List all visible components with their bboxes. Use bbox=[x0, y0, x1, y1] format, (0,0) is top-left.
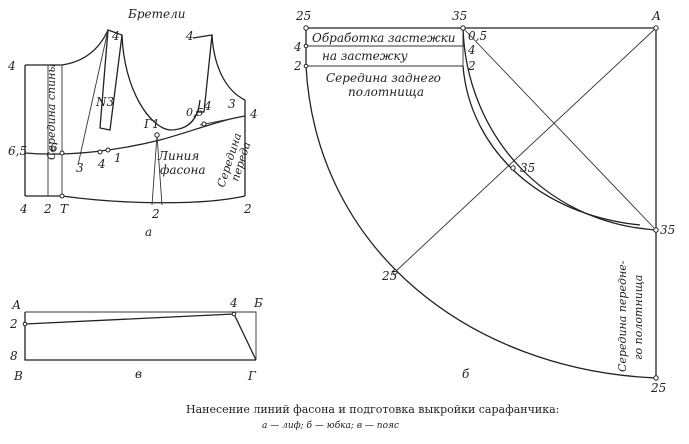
num-25-mid: 25 bbox=[381, 269, 397, 283]
label-back-panel-1: Середина заднего bbox=[326, 71, 441, 85]
diagonal-a-25 bbox=[394, 27, 657, 273]
label-zip-1: Обработка застежки bbox=[312, 31, 456, 45]
num-v-4: 4 bbox=[229, 296, 238, 310]
point-4-dart bbox=[97, 149, 103, 155]
point-2-left bbox=[303, 63, 309, 69]
label-g1: Г1 bbox=[143, 117, 160, 131]
label-t: Т bbox=[60, 202, 69, 216]
num-4-dart: 4 bbox=[97, 157, 106, 171]
belt-slant-line bbox=[233, 313, 257, 361]
neckline-curve bbox=[121, 34, 201, 131]
strap-inner-line bbox=[77, 29, 109, 166]
belt-outline bbox=[24, 312, 256, 361]
label-v-g: Г bbox=[247, 369, 257, 383]
num-2-left-b: 2 bbox=[293, 59, 302, 73]
num-4-strap-left: 4 bbox=[111, 29, 120, 43]
num-35-mid: 35 bbox=[520, 161, 535, 175]
num-4-strap-right: 4 bbox=[185, 29, 194, 43]
label-v-letter: в bbox=[135, 367, 142, 381]
num-v-8: 8 bbox=[10, 349, 18, 363]
figure-v-belt: А 2 8 В 4 Б Г в bbox=[9, 296, 263, 383]
belt-upper-line bbox=[24, 313, 235, 325]
num-4-right-1: 4 bbox=[203, 99, 212, 113]
num-4-right-2: 4 bbox=[249, 107, 258, 121]
label-v-v: В bbox=[13, 369, 23, 383]
point-4-left bbox=[303, 43, 309, 49]
waist-arc bbox=[462, 27, 657, 231]
bodice-bottom bbox=[25, 195, 246, 204]
point-v-4 bbox=[231, 311, 237, 317]
label-n3: N3 bbox=[95, 95, 115, 109]
figure-b-skirt: 25 35 А Обработка застежки на застежку 4… bbox=[293, 9, 675, 395]
label-back-center: Середина спины bbox=[45, 64, 58, 160]
belt-top-edge bbox=[25, 311, 257, 360]
num-4-right-b: 4 bbox=[467, 43, 476, 57]
num-3-right: 3 bbox=[228, 97, 236, 111]
num-v-2: 2 bbox=[9, 317, 18, 331]
front-strap bbox=[192, 34, 213, 113]
label-style-line-1: Линия bbox=[157, 149, 199, 163]
num-2-bottom-1: 2 bbox=[43, 202, 52, 216]
point-a bbox=[653, 25, 659, 31]
num-3-dart: 3 bbox=[76, 161, 84, 175]
label-v-b: Б bbox=[253, 296, 263, 310]
num-35-top: 35 bbox=[452, 9, 467, 23]
label-a-corner: А bbox=[651, 9, 661, 23]
num-2-bottom-3: 2 bbox=[243, 202, 252, 216]
caption-title: Нанесение линий фасона и подготовка выкр… bbox=[186, 403, 559, 416]
num-05-b: 0,5 bbox=[468, 29, 487, 43]
back-strap bbox=[99, 29, 123, 131]
style-line-right bbox=[199, 115, 246, 126]
num-4-bottom-left: 4 bbox=[19, 202, 28, 216]
label-b-letter: б bbox=[462, 367, 470, 381]
style-line bbox=[24, 115, 246, 155]
label-front-panel-2: го полотнища bbox=[632, 275, 645, 360]
num-35-right: 35 bbox=[660, 223, 675, 237]
point-t bbox=[59, 193, 65, 199]
num-1: 1 bbox=[114, 151, 122, 165]
point-25-bottom-right bbox=[653, 375, 659, 381]
num-65: 6,5 bbox=[8, 144, 27, 158]
label-back-panel-2: полотнища bbox=[348, 85, 424, 99]
num-6: 6 bbox=[50, 141, 58, 155]
caption-legend: а — лиф; б — юбка; в — пояс bbox=[262, 420, 399, 431]
point-35-top bbox=[460, 25, 466, 31]
hem-arc bbox=[305, 65, 657, 379]
point-1 bbox=[105, 147, 111, 153]
point-g1 bbox=[154, 132, 160, 138]
point-35-mid bbox=[510, 165, 516, 171]
point-35-right bbox=[653, 227, 659, 233]
num-25-bottom-right: 25 bbox=[650, 381, 666, 395]
front-armhole-curve bbox=[211, 34, 246, 101]
label-front-panel-1: Середина передне- bbox=[616, 260, 629, 372]
num-4-left: 4 bbox=[7, 59, 16, 73]
point-25-mid bbox=[392, 269, 398, 275]
label-zip-2: на застежку bbox=[322, 49, 408, 63]
back-armhole-curve bbox=[61, 29, 109, 66]
point-v-2 bbox=[22, 321, 28, 327]
label-style-line-2: фасона bbox=[160, 163, 206, 177]
label-v-a: А bbox=[11, 298, 21, 312]
figure-a-bodice: Бретели Середина спины N3 Г1 Линия фасон… bbox=[7, 7, 258, 239]
num-05: 0,5 bbox=[186, 106, 204, 119]
num-2-right-b: 2 bbox=[467, 59, 476, 73]
num-25-top-left: 25 bbox=[295, 9, 311, 23]
num-2-bottom-2: 2 bbox=[151, 207, 160, 221]
label-straps: Бретели bbox=[127, 7, 185, 21]
diagonal-35-35 bbox=[462, 27, 657, 231]
inner-waist-arc bbox=[462, 65, 641, 226]
num-4-left-b: 4 bbox=[293, 40, 302, 54]
point-05 bbox=[201, 121, 207, 127]
point-25-top-left bbox=[303, 25, 309, 31]
point-6 bbox=[59, 150, 65, 156]
label-a-letter: а bbox=[145, 225, 152, 239]
